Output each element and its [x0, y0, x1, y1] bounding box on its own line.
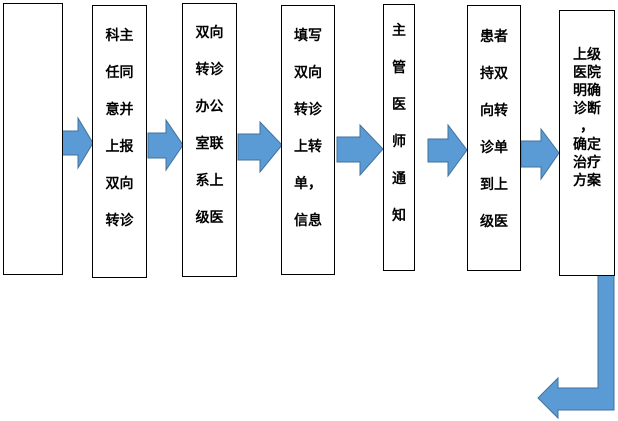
step-label: 填写 双向 转诊 上转 单， 信息 — [294, 28, 322, 229]
right-arrow-icon — [237, 120, 283, 174]
flow-step-7: 上级 医院 明确 诊断 ， 确定 治疗 方案 — [559, 10, 615, 276]
step-label: 双向 转诊 办公 室联 系上 级医 — [195, 25, 224, 226]
step-label: 主 管 医 师 通 知 — [392, 23, 406, 224]
flow-step-2: 科主 任同 意并 上报 双向 转诊 — [92, 5, 147, 278]
flow-step-6: 患者 持双 向转 诊单 到上 级医 — [467, 5, 521, 271]
right-arrow-icon — [147, 118, 184, 172]
flow-step-5: 主 管 医 师 通 知 — [383, 4, 415, 271]
right-arrow-icon — [520, 127, 560, 181]
right-arrow-icon — [427, 123, 468, 178]
flow-step-1 — [3, 3, 63, 275]
bent-arrow-down-left-icon — [537, 265, 615, 420]
step-label: 上级 医院 明确 诊断 ， 确定 治疗 方案 — [573, 47, 601, 189]
flow-step-4: 填写 双向 转诊 上转 单， 信息 — [281, 5, 335, 275]
step-label: 患者 持双 向转 诊单 到上 级医 — [480, 29, 508, 230]
step-label: 科主 任同 意并 上报 双向 转诊 — [105, 28, 134, 229]
right-arrow-icon — [336, 123, 384, 177]
flow-step-3: 双向 转诊 办公 室联 系上 级医 — [182, 3, 237, 277]
right-arrow-icon — [61, 116, 94, 170]
